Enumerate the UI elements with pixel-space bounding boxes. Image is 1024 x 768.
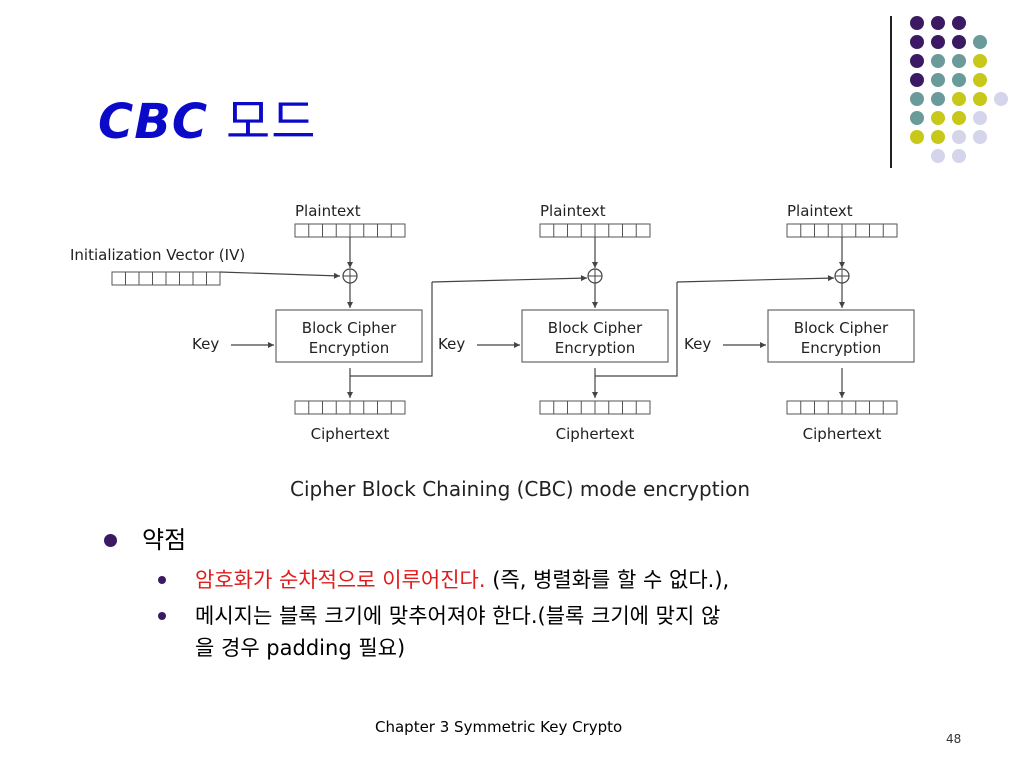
decorative-dot [952, 16, 966, 30]
sub-bullet-sequential-rest: (즉, 병렬화를 할 수 없다.), [485, 568, 730, 592]
cbc-diagram-svg: Initialization Vector (IV) PlaintextBlock… [70, 202, 915, 501]
key-arrow-1-head [268, 342, 274, 348]
chain-arrow-1-head [580, 275, 587, 282]
decorative-dot [931, 16, 945, 30]
title-mode: 모드 [226, 94, 317, 150]
plaintext-label-1: Plaintext [295, 202, 361, 220]
decorative-dot [994, 92, 1008, 106]
decorative-dot [973, 111, 987, 125]
decorative-dot [952, 111, 966, 125]
bullet-weakness: 약점 [100, 520, 980, 560]
decorative-dot [952, 73, 966, 87]
chain-arrow-1 [431, 277, 588, 283]
page-number: 48 [946, 732, 962, 746]
bullet-weakness-text: 약점 [142, 526, 187, 554]
output-arrow-2-head [592, 392, 598, 398]
decorative-dot [931, 54, 945, 68]
xor-to-cipher-arrow-1-head [347, 302, 353, 308]
output-arrow-3-head [839, 392, 845, 398]
sub-bullet-marker [158, 612, 166, 620]
decorative-dot [973, 92, 987, 106]
plaintext-label-2: Plaintext [540, 202, 606, 220]
iv-arrow-head [333, 272, 340, 279]
xor-to-cipher-arrow-2-head [592, 302, 598, 308]
footer-chapter: Chapter 3 Symmetric Key Crypto [375, 718, 623, 736]
block-cipher-line2-2: Encryption [555, 339, 636, 357]
decorative-dot [931, 149, 945, 163]
key-arrow-3-head [760, 342, 766, 348]
decorative-dot [973, 73, 987, 87]
decorative-dot [952, 54, 966, 68]
header-divider [890, 16, 892, 168]
key-arrow-2-head [514, 342, 520, 348]
block-cipher-line2-1: Encryption [309, 339, 390, 357]
sub-bullet-padding-line2: 을 경우 padding 필요) [195, 636, 406, 660]
decorative-dot [931, 130, 945, 144]
chain-arrow-2 [676, 277, 835, 283]
sub-bullet-sequential-red: 암호화가 순차적으로 이루어진다. [195, 568, 486, 592]
plaintext-arrow-2-head [592, 262, 598, 268]
bullet-list: 약점 암호화가 순차적으로 이루어진다. (즉, 병렬화를 할 수 없다.), … [100, 520, 980, 664]
sub-bullet-padding: 메시지는 블록 크기에 맞추어져야 한다.(블록 크기에 맞지 않 을 경우 p… [100, 600, 980, 664]
key-label-1: Key [192, 335, 219, 353]
block-cipher-box-1 [275, 309, 423, 363]
decorative-dot [973, 54, 987, 68]
iv-arrow [219, 271, 341, 277]
decorative-dot [910, 111, 924, 125]
block-cipher-line2-3: Encryption [801, 339, 882, 357]
iv-label: Initialization Vector (IV) [70, 246, 245, 264]
decorative-dot [973, 130, 987, 144]
output-arrow-1-head [347, 392, 353, 398]
sub-bullet-marker [158, 576, 166, 584]
block-cipher-line1-3: Block Cipher [794, 319, 889, 337]
block-cipher-box-2 [521, 309, 669, 363]
decorative-dot [931, 73, 945, 87]
ciphertext-label-3: Ciphertext [803, 425, 882, 443]
decorative-dot [931, 35, 945, 49]
diagram-caption: Cipher Block Chaining (CBC) mode encrypt… [290, 477, 750, 501]
title-cbc: CBC [98, 94, 209, 150]
block-cipher-line1-1: Block Cipher [302, 319, 397, 337]
decorative-dot [952, 92, 966, 106]
block-cipher-box-3 [767, 309, 915, 363]
chain-arrow-2-head [827, 275, 834, 282]
decorative-dot [931, 92, 945, 106]
decorative-dot [910, 92, 924, 106]
slide-title: CBC 모드 [98, 82, 316, 152]
decorative-dot [973, 35, 987, 49]
chain-line-1 [350, 282, 433, 377]
chain-line-2 [595, 282, 678, 377]
decorative-dot [910, 130, 924, 144]
key-label-2: Key [438, 335, 465, 353]
decorative-dot [910, 54, 924, 68]
bullet-marker [104, 534, 117, 547]
ciphertext-label-1: Ciphertext [311, 425, 390, 443]
decorative-dot [910, 73, 924, 87]
decorative-dot [952, 130, 966, 144]
ciphertext-label-2: Ciphertext [556, 425, 635, 443]
decorative-dot [952, 35, 966, 49]
key-label-3: Key [684, 335, 711, 353]
sub-bullet-padding-line1: 메시지는 블록 크기에 맞추어져야 한다.(블록 크기에 맞지 않 [195, 604, 721, 628]
plaintext-arrow-1-head [347, 262, 353, 268]
plaintext-arrow-3-head [839, 262, 845, 268]
decorative-dot [931, 111, 945, 125]
plaintext-label-3: Plaintext [787, 202, 853, 220]
decorative-dot [952, 149, 966, 163]
decorative-dot [910, 35, 924, 49]
decorative-dot [910, 16, 924, 30]
xor-to-cipher-arrow-3-head [839, 302, 845, 308]
block-cipher-line1-2: Block Cipher [548, 319, 643, 337]
sub-bullet-sequential: 암호화가 순차적으로 이루어진다. (즉, 병렬화를 할 수 없다.), [100, 564, 980, 596]
